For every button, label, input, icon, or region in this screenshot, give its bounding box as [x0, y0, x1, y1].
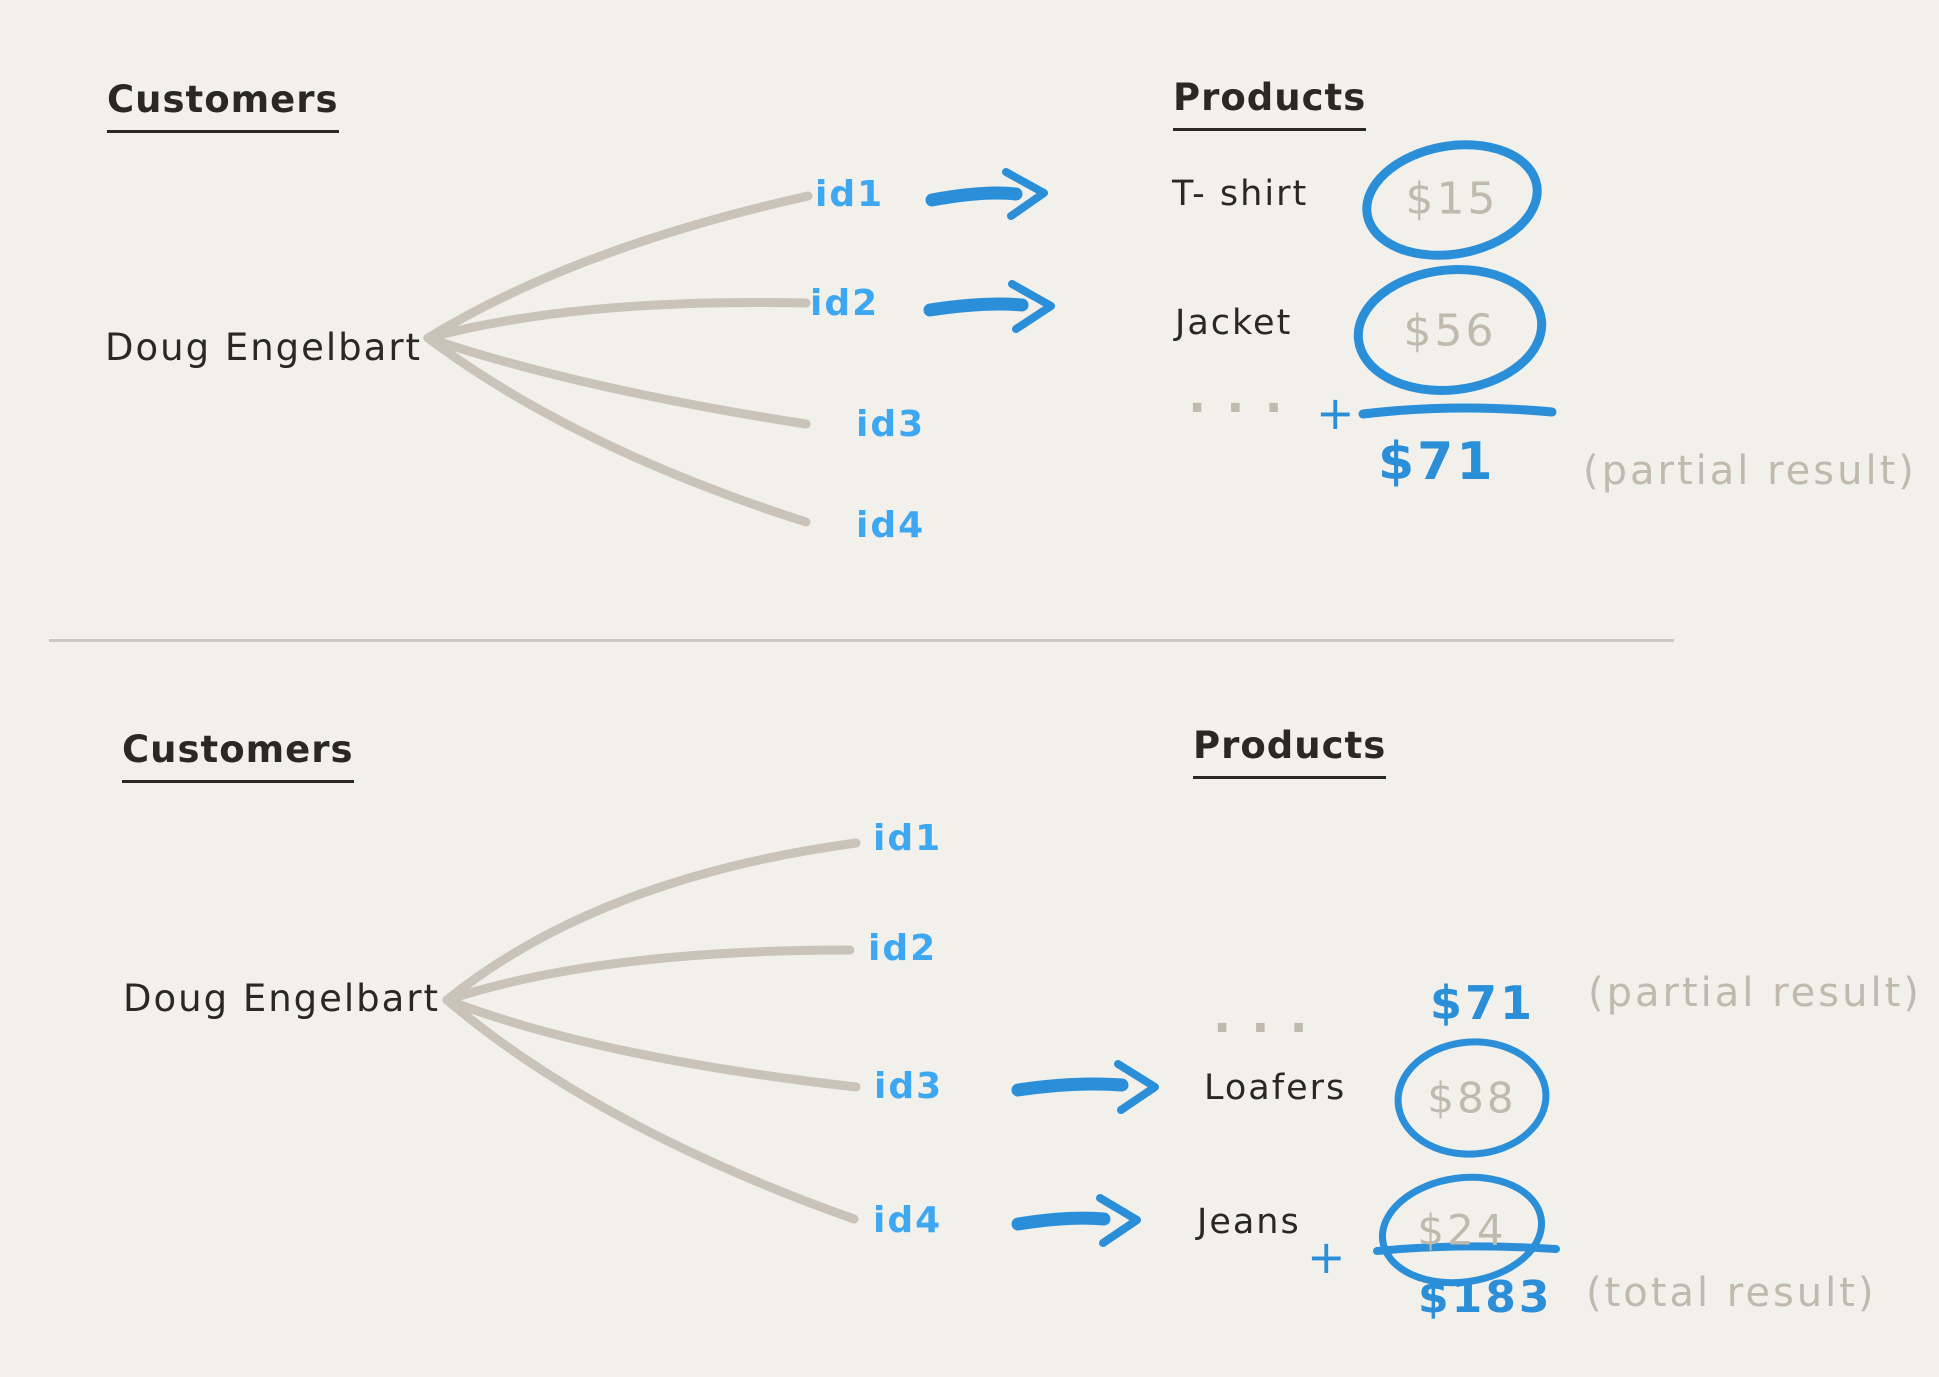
bottom-id2-label: id2: [868, 928, 938, 969]
top-id3-label: id3: [856, 404, 926, 445]
bottom-product-loafers: Loafers: [1204, 1068, 1347, 1108]
circle-price-56: [1353, 265, 1547, 395]
panel-divider: [49, 639, 1674, 642]
bottom-id3-label: id3: [874, 1066, 944, 1107]
bottom-price-jeans: $24: [1417, 1205, 1507, 1255]
bottom-carryover-value: $71: [1430, 976, 1536, 1030]
top-plus-sign: +: [1316, 386, 1355, 440]
top-id2-label: id2: [810, 283, 880, 324]
arrow-id1-tshirt: [925, 186, 1023, 207]
top-price-jacket: $56: [1403, 305, 1497, 357]
bottom-customer-name: Doug Engelbart: [123, 977, 441, 1020]
arrow-id2-jacket: [923, 297, 1029, 317]
bottom-total-value: $183: [1418, 1272, 1553, 1323]
top-price-tshirt: $15: [1405, 173, 1499, 225]
map-arrows: [923, 168, 1159, 1247]
top-product-jacket: Jacket: [1175, 303, 1293, 343]
top-id4-label: id4: [856, 505, 926, 546]
bottom-plus-sign: +: [1307, 1230, 1346, 1284]
top-product-tshirt: T- shirt: [1172, 174, 1309, 214]
top-ellipsis: ...: [1188, 368, 1303, 424]
top-fan-curves: [423, 191, 813, 527]
circle-price-15: [1362, 140, 1542, 260]
bottom-id1-label: id1: [873, 818, 943, 859]
bottom-ellipsis: ...: [1213, 988, 1328, 1044]
top-subtotal-value: $71: [1378, 432, 1496, 492]
circle-price-24: [1378, 1173, 1546, 1287]
bottom-products-heading: Products: [1193, 724, 1387, 779]
arrow-id3-loafers: [1011, 1077, 1129, 1097]
price-circles: [1353, 140, 1550, 1287]
bottom-sum-line: [1373, 1242, 1560, 1255]
bottom-fan-curves: [442, 838, 861, 1224]
arrow-id4-jeans: [1011, 1211, 1111, 1231]
circle-price-88: [1394, 1038, 1550, 1158]
top-id1-label: id1: [815, 174, 885, 215]
top-products-heading: Products: [1173, 76, 1367, 131]
bottom-id4-label: id4: [873, 1200, 943, 1241]
bottom-total-result-note: (total result): [1586, 1270, 1877, 1316]
bottom-customers-heading: Customers: [122, 728, 354, 783]
sum-lines: [1358, 403, 1560, 1255]
top-customers-heading: Customers: [107, 78, 339, 133]
bottom-product-jeans: Jeans: [1197, 1202, 1301, 1242]
top-sum-line: [1358, 403, 1557, 419]
top-customer-name: Doug Engelbart: [105, 326, 423, 369]
bottom-price-loafers: $88: [1427, 1073, 1517, 1123]
bottom-partial-result-note: (partial result): [1588, 970, 1922, 1016]
top-partial-result-note: (partial result): [1583, 448, 1917, 494]
